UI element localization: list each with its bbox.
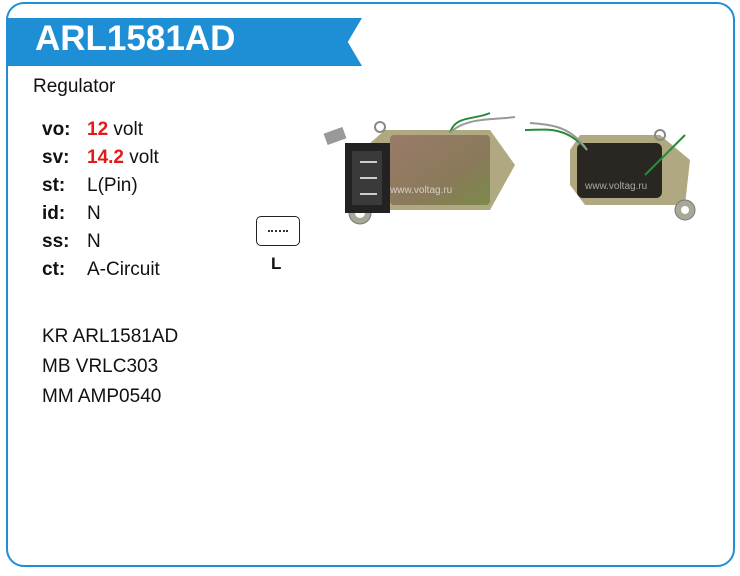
- spec-value: N: [87, 203, 101, 224]
- part-number-title: ARL1581AD: [35, 19, 236, 58]
- spec-value: 14.2: [87, 147, 124, 168]
- watermark: www.voltag.ru: [389, 185, 452, 196]
- svg-text:www.voltag.ru: www.voltag.ru: [584, 181, 647, 192]
- reference-item: KR ARL1581AD: [42, 326, 179, 347]
- spec-sv: sv: 14.2 volt: [42, 144, 160, 172]
- title-banner: [6, 18, 362, 66]
- spec-id: id: N: [42, 200, 160, 228]
- part-type: Regulator: [33, 76, 116, 97]
- spec-value: L(Pin): [87, 175, 138, 196]
- spec-key: ss:: [42, 231, 70, 252]
- connector-label: L: [271, 254, 282, 273]
- reference-item: MB VRLC303: [42, 356, 159, 377]
- spec-list: vo: 12 volt sv: 14.2 volt st: L(Pin) id: N s…: [42, 116, 160, 284]
- reference-item: MM AMP0540: [42, 386, 162, 407]
- spec-value: A-Circuit: [87, 259, 160, 280]
- spec-key: sv:: [42, 147, 70, 168]
- spec-ss: ss: N: [42, 228, 160, 256]
- spec-key: id:: [42, 203, 66, 224]
- spec-key: ct:: [42, 259, 66, 280]
- spec-value: N: [87, 231, 101, 252]
- spec-key: vo:: [42, 119, 71, 140]
- spec-st: st: L(Pin): [42, 172, 160, 200]
- reference-list: KR ARL1581AD MB VRLC303 MM AMP0540: [42, 322, 178, 412]
- product-photo: www.voltag.ru www.voltag.ru: [323, 112, 696, 225]
- spec-ct: ct: A-Circuit: [42, 256, 160, 284]
- spec-key: st:: [42, 175, 66, 196]
- regulator-back-image: www.voltag.ru: [524, 122, 696, 221]
- regulator-front-image: www.voltag.ru: [323, 112, 516, 225]
- connector-pin-icon: [256, 216, 300, 246]
- spec-vo: vo: 12 volt: [42, 116, 160, 144]
- spec-value: 12: [87, 119, 109, 140]
- spec-unit: volt: [129, 147, 159, 168]
- spec-unit: volt: [113, 119, 143, 140]
- card-frame: [6, 2, 735, 567]
